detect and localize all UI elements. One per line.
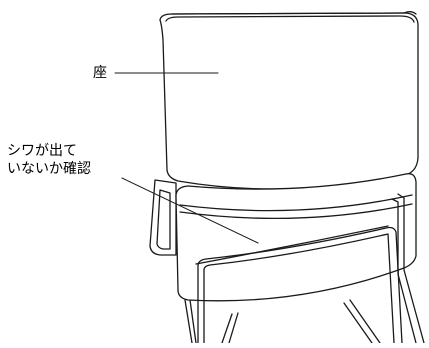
leg-mid-left: [221, 313, 233, 344]
wrinkle-label-line-2: いないか確認: [7, 161, 91, 177]
seat-band: [175, 173, 417, 302]
leg-mid-right-inner: [349, 299, 381, 344]
backrest-top-edge: [171, 12, 405, 15]
back-frame-inner: [156, 189, 171, 250]
leg-left: [184, 299, 193, 344]
backrest-right-corner: [403, 11, 417, 15]
backrest-shell: [159, 12, 419, 190]
leg-mid-left-inner: [228, 312, 239, 344]
seat-label: 座: [93, 65, 107, 81]
wrinkle-check-label: シワが出て いないか確認: [7, 142, 91, 178]
wrinkle-leader-line: [121, 177, 259, 244]
frame-front-left: [197, 226, 403, 344]
frame-right-side-inner: [391, 198, 417, 344]
seat-band-upper: [179, 194, 413, 212]
leg-mid-right: [343, 302, 373, 344]
leg-left-inner: [189, 299, 197, 344]
frame-right-side: [397, 193, 425, 344]
seat-inner-curve: [195, 225, 389, 265]
seat-band-lower: [179, 203, 413, 220]
backrest-top-rim: [165, 15, 415, 23]
frame-front-left-inner: [203, 233, 395, 344]
wrinkle-label-line-1: シワが出て: [7, 143, 77, 159]
